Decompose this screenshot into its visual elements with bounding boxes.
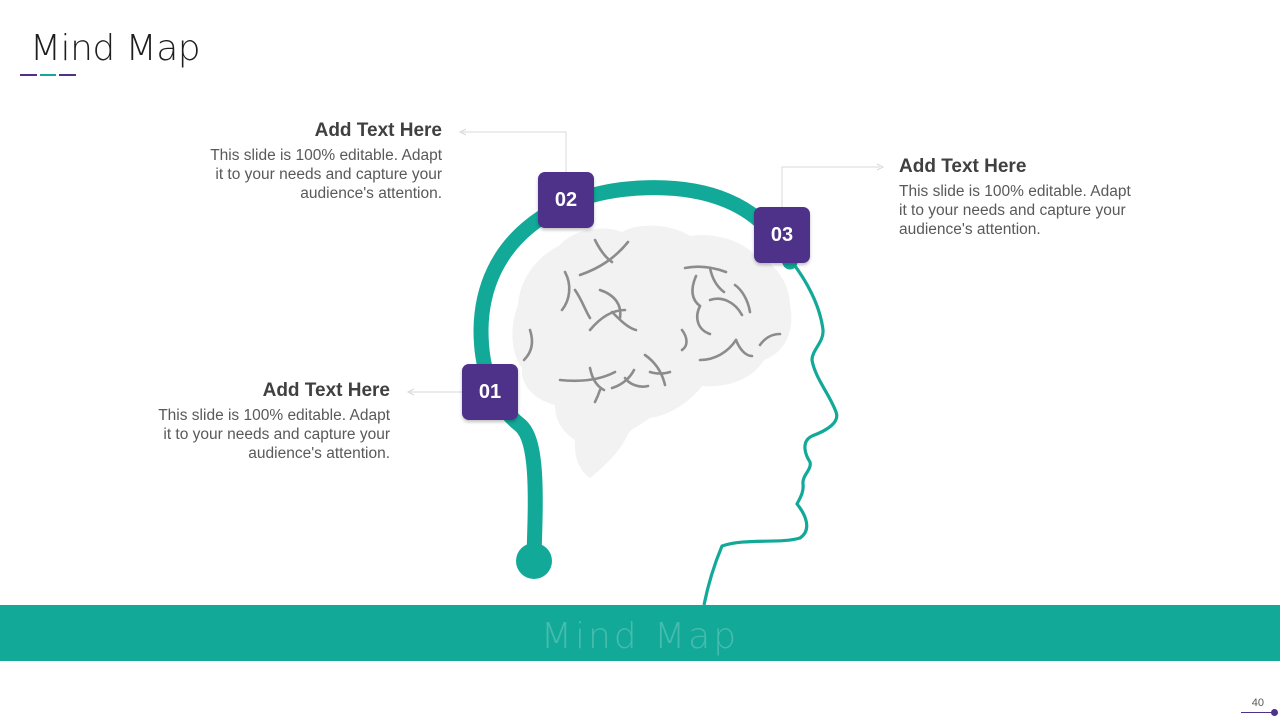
text-heading: Add Text Here bbox=[899, 156, 1027, 177]
brain-fold bbox=[648, 370, 672, 375]
number-badge-02: 02 bbox=[538, 172, 594, 228]
brain-icon bbox=[512, 225, 792, 478]
brain-fold bbox=[733, 283, 752, 314]
head-arc-end bbox=[516, 543, 552, 579]
connector-arrow-01 bbox=[406, 388, 415, 396]
brain-fold bbox=[588, 308, 627, 332]
connector-line-03 bbox=[781, 166, 880, 207]
text-block-01: Add Text Here This slide is 100% editabl… bbox=[130, 380, 390, 463]
text-body: This slide is 100% editable. Adapt it to… bbox=[899, 182, 1159, 239]
page-number-mark bbox=[1241, 709, 1278, 716]
brain-fold bbox=[708, 266, 726, 294]
page-number: 40 bbox=[1251, 697, 1264, 709]
brain-fold bbox=[691, 274, 702, 308]
text-body-line: This slide is 100% editable. Adapt bbox=[899, 183, 1131, 200]
brain-fold bbox=[560, 270, 571, 312]
brain-fold bbox=[588, 366, 606, 392]
connector-arrow-02 bbox=[458, 128, 467, 136]
brain-fold bbox=[696, 304, 712, 336]
title-underline-segment bbox=[59, 74, 77, 76]
text-body-line: it to your needs and capture your bbox=[899, 202, 1126, 219]
title-underline bbox=[20, 74, 77, 76]
text-body-line: audience's attention. bbox=[899, 221, 1041, 238]
text-body: This slide is 100% editable. Adapt it to… bbox=[130, 406, 390, 463]
text-body-line: it to your needs and capture your bbox=[215, 166, 442, 183]
text-block-03: Add Text Here This slide is 100% editabl… bbox=[899, 156, 1159, 239]
text-block-02: Add Text Here This slide is 100% editabl… bbox=[182, 120, 442, 203]
brain-fold bbox=[593, 388, 602, 404]
brain-fold bbox=[558, 370, 617, 383]
text-body-line: it to your needs and capture your bbox=[163, 426, 390, 443]
brain-fold bbox=[623, 376, 650, 388]
brain-fold bbox=[758, 332, 782, 347]
brain-fold bbox=[522, 328, 534, 362]
number-badge-03: 03 bbox=[754, 207, 810, 263]
brain-fold bbox=[734, 338, 754, 358]
brain-fold bbox=[610, 310, 638, 332]
page-mark-dot bbox=[1271, 709, 1278, 716]
text-body-line: This slide is 100% editable. Adapt bbox=[210, 147, 442, 164]
brain-fold bbox=[578, 240, 630, 277]
head-outline bbox=[702, 261, 839, 606]
brain-fold bbox=[680, 328, 688, 352]
connector-line-02 bbox=[462, 131, 567, 172]
title-underline-segment bbox=[39, 74, 57, 76]
text-body-line: audience's attention. bbox=[248, 445, 390, 462]
slide-title: Mind Map bbox=[30, 28, 201, 69]
head-arc bbox=[473, 180, 798, 563]
brain-fold bbox=[698, 338, 738, 362]
brain-fold bbox=[708, 297, 744, 317]
text-body-line: audience's attention. bbox=[300, 185, 442, 202]
text-body-line: This slide is 100% editable. Adapt bbox=[158, 407, 390, 424]
footer-band: Mind Map bbox=[0, 605, 1280, 661]
brain-fold bbox=[598, 288, 622, 320]
connector-arrow-03 bbox=[876, 163, 885, 171]
brain-fold bbox=[683, 265, 728, 274]
footer-title: Mind Map bbox=[540, 615, 740, 657]
text-body: This slide is 100% editable. Adapt it to… bbox=[182, 146, 442, 203]
brain-fold bbox=[593, 238, 614, 264]
text-heading: Add Text Here bbox=[262, 380, 390, 401]
text-heading: Add Text Here bbox=[314, 120, 442, 141]
title-underline-segment bbox=[20, 74, 37, 76]
brain-fold bbox=[643, 353, 667, 387]
page-mark-line bbox=[1241, 712, 1273, 713]
brain-fold bbox=[573, 288, 592, 320]
brain-fold bbox=[610, 368, 636, 390]
brain-shape bbox=[512, 225, 792, 478]
number-badge-01: 01 bbox=[462, 364, 518, 420]
